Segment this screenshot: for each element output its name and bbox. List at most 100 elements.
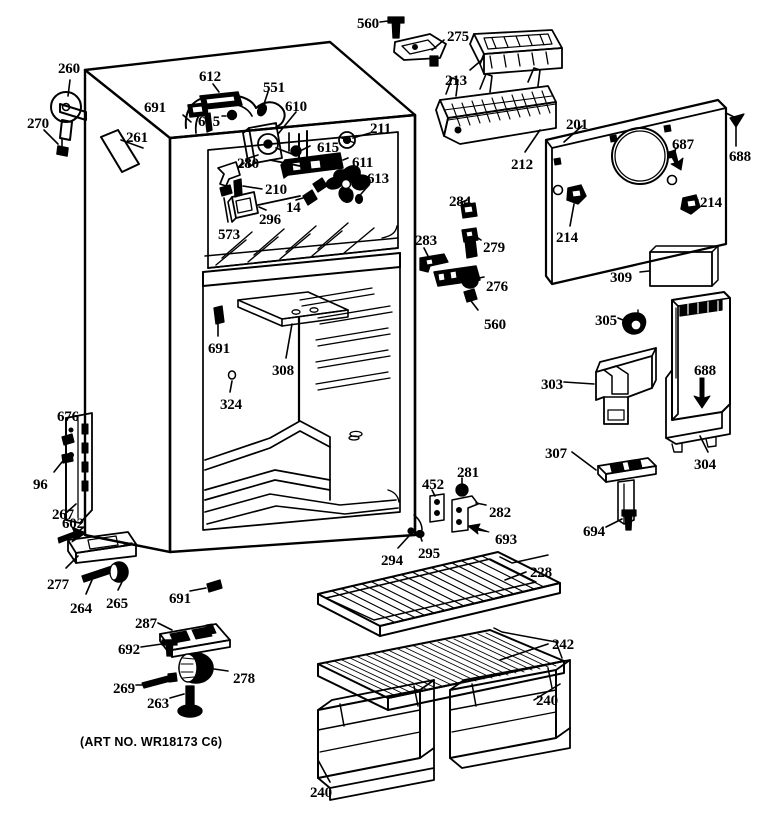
part-613-screw bbox=[354, 193, 364, 205]
callout-692: 692 bbox=[118, 642, 140, 658]
part-560-top-screw bbox=[387, 16, 405, 39]
callout-676: 676 bbox=[57, 409, 79, 425]
callout-240-right: 240 bbox=[536, 693, 558, 709]
callout-240-left: 240 bbox=[310, 785, 332, 801]
callout-611: 611 bbox=[352, 155, 374, 171]
callout-261: 261 bbox=[126, 130, 148, 146]
callout-279: 279 bbox=[483, 240, 505, 256]
callout-688-bottom: 688 bbox=[694, 363, 716, 379]
callout-602: 602 bbox=[62, 516, 84, 532]
part-242-crisper-cover bbox=[317, 627, 565, 711]
callout-615-right: 615 bbox=[317, 140, 339, 156]
part-283-clip bbox=[419, 253, 449, 273]
part-269-pin bbox=[141, 672, 178, 689]
part-228-wire-shelf bbox=[317, 551, 561, 637]
part-14-bracket bbox=[302, 177, 328, 206]
fresh-food-compartment bbox=[202, 266, 401, 531]
part-296-lens bbox=[227, 191, 259, 223]
part-309-label bbox=[649, 245, 719, 287]
part-284-grommet bbox=[460, 202, 478, 219]
callout-452: 452 bbox=[422, 477, 444, 493]
part-305-cap bbox=[622, 309, 647, 335]
part-96-screw bbox=[61, 452, 74, 464]
callout-14: 14 bbox=[286, 200, 301, 216]
callout-691-top: 691 bbox=[144, 100, 166, 116]
callout-265: 265 bbox=[106, 596, 128, 612]
callout-284: 284 bbox=[449, 194, 471, 210]
callout-287: 287 bbox=[135, 616, 157, 632]
callout-263: 263 bbox=[147, 696, 169, 712]
callout-309: 309 bbox=[610, 270, 632, 286]
callout-280: 280 bbox=[237, 156, 259, 172]
part-693-arrow bbox=[467, 523, 490, 535]
callout-201: 201 bbox=[566, 117, 588, 133]
callout-267: 267 bbox=[52, 507, 74, 523]
callout-210: 210 bbox=[265, 182, 287, 198]
part-282-clip bbox=[451, 495, 479, 533]
part-261-handle bbox=[100, 129, 140, 173]
callout-612: 612 bbox=[199, 69, 221, 85]
callout-560-top: 560 bbox=[357, 16, 379, 32]
part-278-wheel bbox=[178, 652, 214, 684]
part-280-plate bbox=[217, 161, 241, 187]
callout-264: 264 bbox=[70, 601, 92, 617]
callout-270: 270 bbox=[27, 116, 49, 132]
callout-688-top: 688 bbox=[729, 149, 751, 165]
part-214-left-grommet bbox=[566, 184, 587, 205]
part-211-grommet bbox=[338, 131, 356, 149]
part-212-shelf bbox=[435, 67, 557, 145]
callout-260: 260 bbox=[58, 61, 80, 77]
callout-278: 278 bbox=[233, 671, 255, 687]
callout-613: 613 bbox=[367, 171, 389, 187]
callout-277: 277 bbox=[47, 577, 69, 593]
part-263-leveling-leg bbox=[177, 685, 203, 718]
callout-305: 305 bbox=[595, 313, 617, 329]
callout-551: 551 bbox=[263, 80, 285, 96]
part-265-roller bbox=[109, 561, 129, 583]
callout-213: 213 bbox=[445, 73, 467, 89]
callout-615-left: 615 bbox=[198, 114, 220, 130]
part-213-ice-tray bbox=[469, 29, 563, 75]
part-304-688-panel bbox=[665, 291, 731, 453]
callout-691-mid: 691 bbox=[208, 341, 230, 357]
art-number-text: (ART NO. WR18173 C6) bbox=[80, 735, 223, 749]
part-270-pin bbox=[56, 137, 69, 157]
callout-308: 308 bbox=[272, 363, 294, 379]
callout-214-right: 214 bbox=[700, 195, 722, 211]
callout-212: 212 bbox=[511, 157, 533, 173]
callout-96: 96 bbox=[33, 477, 48, 493]
part-279-fitting bbox=[461, 227, 479, 259]
callout-283: 283 bbox=[415, 233, 437, 249]
part-573-screw bbox=[219, 184, 233, 197]
part-214-right-grommet bbox=[680, 194, 701, 215]
part-560-mid-screw bbox=[463, 288, 478, 303]
callout-694: 694 bbox=[583, 524, 605, 540]
part-691-top-screw bbox=[204, 112, 213, 133]
callout-281: 281 bbox=[457, 465, 479, 481]
part-267-panel bbox=[65, 412, 93, 524]
part-240-right-drawer bbox=[449, 659, 571, 769]
callout-691-bottom: 691 bbox=[169, 591, 191, 607]
part-240-left-drawer bbox=[317, 679, 435, 801]
callout-687: 687 bbox=[672, 137, 694, 153]
callout-693: 693 bbox=[495, 532, 517, 548]
callout-276: 276 bbox=[486, 279, 508, 295]
callout-307: 307 bbox=[545, 446, 567, 462]
part-452-clip bbox=[429, 493, 445, 523]
callout-282: 282 bbox=[489, 505, 511, 521]
callout-269: 269 bbox=[113, 681, 135, 697]
callout-242: 242 bbox=[552, 637, 574, 653]
part-691-mid-screw bbox=[213, 305, 225, 325]
part-275-hinge-cover bbox=[393, 33, 447, 67]
callout-228: 228 bbox=[530, 565, 552, 581]
callout-214-left: 214 bbox=[556, 230, 578, 246]
callout-573: 573 bbox=[218, 227, 240, 243]
part-688-bottom-arrow bbox=[693, 377, 711, 409]
callout-296: 296 bbox=[259, 212, 281, 228]
part-694-screw bbox=[621, 509, 637, 531]
cabinet-outline bbox=[83, 40, 417, 554]
part-676-screw bbox=[61, 433, 75, 446]
callout-560-mid: 560 bbox=[484, 317, 506, 333]
